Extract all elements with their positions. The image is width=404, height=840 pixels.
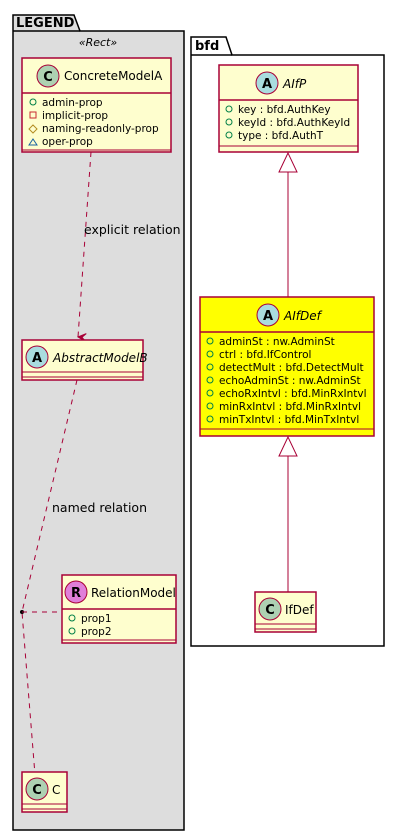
attribute: admin-prop: [42, 97, 103, 109]
public-visibility-icon: [68, 614, 76, 622]
attribute: naming-readonly-prop: [42, 123, 159, 135]
abstract-class-icon: [255, 71, 279, 95]
attribute: adminSt : nw.AdminSt: [219, 336, 335, 348]
explicit-relation-label: explicit relation: [84, 222, 181, 237]
public-visibility-icon: [206, 389, 214, 397]
class-name: RelationModel: [91, 586, 176, 600]
attribute: echoAdminSt : nw.AdminSt: [219, 375, 361, 387]
named-relation-arrow: [21, 379, 78, 800]
named-relation-label: named relation: [52, 500, 147, 515]
class-concrete-model-a[interactable]: C ConcreteModelA admin-prop implicit-pro…: [21, 57, 172, 153]
class-type-letter: A: [32, 351, 42, 366]
class-name: AbstractModelB: [52, 351, 148, 365]
class-name: IfDef: [285, 603, 314, 617]
public-visibility-icon: [225, 118, 233, 126]
class-c[interactable]: C C: [21, 771, 68, 813]
class-type-letter: C: [265, 603, 275, 618]
class-type-letter: A: [262, 77, 272, 92]
class-ifdef[interactable]: C IfDef: [254, 591, 317, 633]
private-visibility-icon: [29, 111, 37, 119]
bfd-package-title: bfd: [195, 39, 219, 54]
class-type-icon: [25, 777, 49, 801]
inheritance-ifdef-aifdef: [278, 435, 298, 592]
inheritance-arrowhead: [278, 151, 298, 173]
class-abstract-model-b[interactable]: A AbstractModelB: [21, 339, 148, 381]
explicit-relation-arrow: [78, 151, 92, 337]
named-relation: named relation: [20, 379, 147, 800]
package-visibility-icon: [28, 138, 38, 146]
class-type-letter: C: [32, 783, 42, 798]
legend-stereotype: «Rect»: [79, 36, 118, 49]
public-visibility-icon: [206, 415, 214, 423]
class-type-letter: C: [43, 70, 53, 85]
public-visibility-icon: [206, 363, 214, 371]
public-visibility-icon: [206, 337, 214, 345]
class-name: AIfP: [282, 77, 307, 91]
public-visibility-icon: [68, 627, 76, 635]
class-aifp[interactable]: A AIfP key : bfd.AuthKey keyId : bfd.Aut…: [218, 64, 359, 153]
class-aifdef[interactable]: A AIfDef adminSt : nw.AdminSt ctrl : bfd…: [199, 296, 375, 437]
attribute: prop1: [81, 613, 112, 625]
inheritance-arrowhead: [278, 435, 298, 457]
attribute: type : bfd.AuthT: [238, 130, 324, 142]
abstract-class-icon: [25, 345, 49, 369]
abstract-class-icon: [256, 303, 280, 327]
attribute: keyId : bfd.AuthKeyId: [238, 117, 350, 129]
class-name: ConcreteModelA: [64, 69, 163, 83]
inheritance-aifdef-aifp: [278, 151, 298, 297]
class-type-icon: [258, 597, 282, 621]
class-type-letter: R: [71, 586, 81, 601]
attribute: minRxIntvl : bfd.MinRxIntvl: [219, 401, 361, 413]
class-type-icon: [36, 64, 60, 88]
class-type-letter: A: [263, 309, 273, 324]
attribute: minTxIntvl : bfd.MinTxIntvl: [219, 414, 359, 426]
public-visibility-icon: [206, 376, 214, 384]
public-visibility-icon: [206, 350, 214, 358]
public-visibility-icon: [206, 402, 214, 410]
legend-package-title: LEGEND: [16, 16, 75, 31]
attribute: detectMult : bfd.DetectMult: [219, 362, 364, 374]
class-name: C: [52, 783, 60, 797]
protected-visibility-icon: [28, 124, 38, 134]
attribute: echoRxIntvl : bfd.MinRxIntvl: [219, 388, 367, 400]
relation-class-icon: [64, 580, 88, 604]
attribute: key : bfd.AuthKey: [238, 104, 331, 116]
explicit-relation: explicit relation: [78, 151, 181, 337]
public-visibility-icon: [29, 98, 37, 106]
attribute: ctrl : bfd.IfControl: [219, 349, 311, 361]
class-relation-model[interactable]: R RelationModel prop1 prop2: [61, 574, 177, 644]
attribute: prop2: [81, 626, 112, 638]
public-visibility-icon: [225, 105, 233, 113]
class-name: AIfDef: [283, 309, 323, 323]
attribute: oper-prop: [42, 136, 93, 148]
public-visibility-icon: [225, 131, 233, 139]
attribute: implicit-prop: [42, 110, 108, 122]
